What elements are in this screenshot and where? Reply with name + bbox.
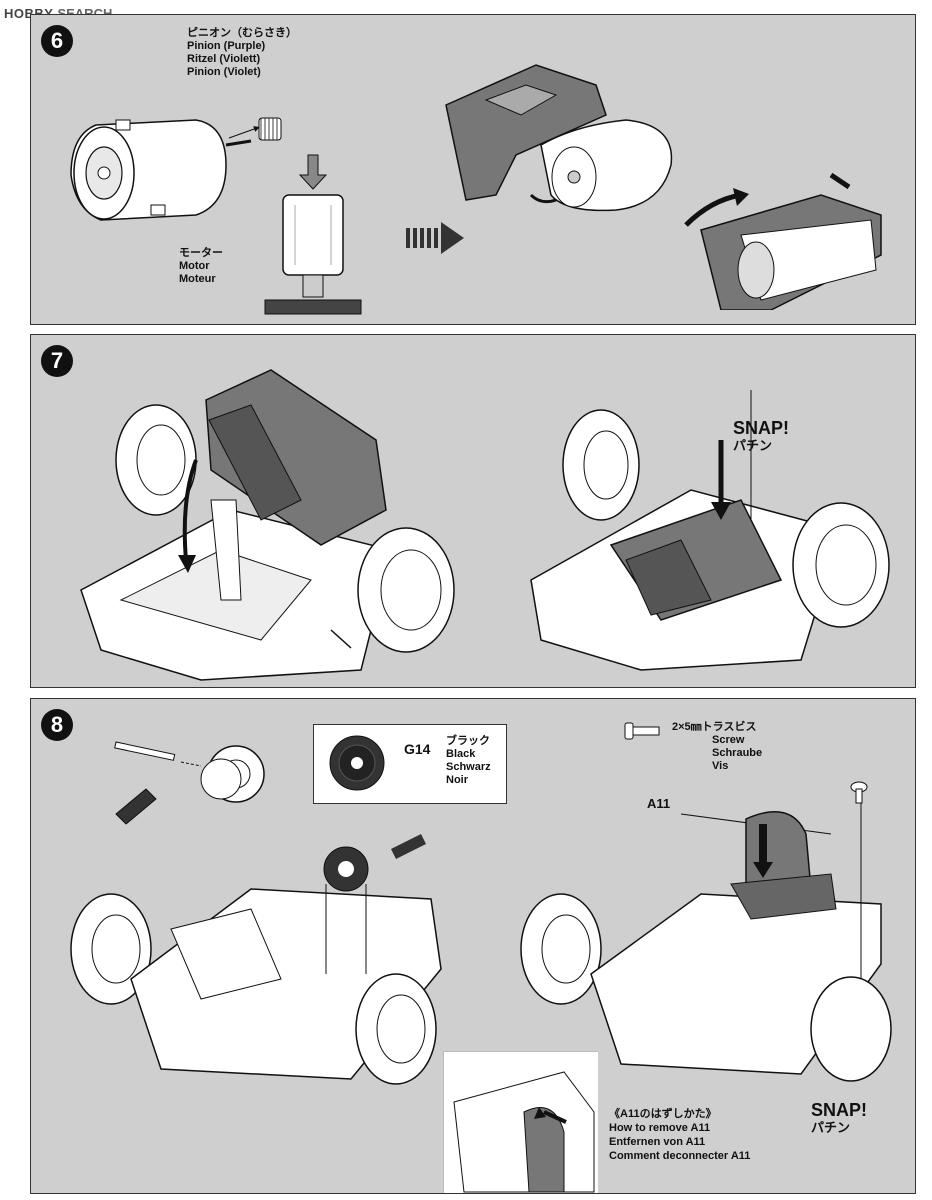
snap-text-8-jp: パチン <box>811 1121 851 1136</box>
g14-code: G14 <box>404 741 431 757</box>
pinion-label-fr: Pinion (Violet) <box>187 66 261 78</box>
gear-shaft-illustration <box>114 741 265 825</box>
screw-small-icon <box>850 781 868 804</box>
step-8-number: 8 <box>41 709 73 741</box>
snap-text-8: SNAP! <box>811 1100 868 1120</box>
a11-removal-jp: 《A11のはずしかた》 <box>609 1108 717 1120</box>
screw-label-fr: Vis <box>712 760 729 772</box>
step-7-snap-label: SNAP! パチン <box>733 417 789 455</box>
assembled-motor-unit <box>684 172 882 310</box>
gear-g14-icon <box>329 735 385 791</box>
a11-removal-en: How to remove A11 <box>609 1122 711 1134</box>
press-pinion-illustration <box>264 154 362 315</box>
screw-label-en: Screw <box>712 734 745 746</box>
motor-label: モーター Motor Moteur <box>179 247 223 286</box>
chassis-after-illustration <box>530 390 890 671</box>
motor-illustration <box>70 119 252 221</box>
g14-color-label: ブラック Black Schwarz Noir <box>446 735 491 787</box>
motor-label-jp: モーター <box>179 247 223 259</box>
a11-removal-illustration <box>453 1071 595 1193</box>
screw-icon <box>624 722 660 740</box>
screw-label: 2×5㎜トラスビス Screw Schraube Vis <box>672 721 762 773</box>
next-arrow-icon <box>406 222 464 254</box>
step-6-number: 6 <box>41 25 73 57</box>
g14-color-fr: Noir <box>446 774 468 786</box>
screw-label-de: Schraube <box>712 747 763 759</box>
snap-text-jp: パチン <box>733 439 773 454</box>
part-legend-g14: G14 ブラック Black Schwarz Noir <box>313 724 507 804</box>
step-8-snap-label: SNAP! パチン <box>811 1099 867 1137</box>
g14-color-jp: ブラック <box>446 735 490 747</box>
pinion-gear-icon <box>228 117 282 141</box>
g14-color-de: Schwarz <box>446 761 491 773</box>
a11-removal-fr: Comment deconnecter A11 <box>609 1150 751 1162</box>
pinion-label-en: Pinion (Purple) <box>187 40 266 52</box>
screw-label-jp: 2×5㎜トラスビス <box>672 721 757 733</box>
pinion-label-jp: ピニオン（むらさき） <box>187 27 297 39</box>
pinion-label-de: Ritzel (Violett) <box>187 53 261 65</box>
step-6-panel: 6 モーター Motor Moteur ピニオン（むらさき） Pinion (P… <box>30 14 916 325</box>
motor-cover-assembly <box>445 64 673 212</box>
chassis-gear-install-illustration <box>70 834 442 1085</box>
a11-removal-label: 《A11のはずしかた》 How to remove A11 Entfernen … <box>609 1107 750 1163</box>
step-8-panel: 8 G14 ブラック Black Schwarz Noir 2×5㎜トラスビス … <box>30 698 916 1194</box>
motor-label-en: Motor <box>179 260 210 272</box>
g14-color-en: Black <box>446 748 476 760</box>
a11-removal-de: Entfernen von A11 <box>609 1136 706 1148</box>
motor-label-fr: Moteur <box>179 273 216 285</box>
snap-text: SNAP! <box>733 418 790 438</box>
pinion-label: ピニオン（むらさき） Pinion (Purple) Ritzel (Viole… <box>187 27 297 79</box>
a11-removal-inset <box>443 1051 598 1193</box>
step-7-panel: 7 SNAP! パチン <box>30 334 916 688</box>
step-7-number: 7 <box>41 345 73 377</box>
a11-part-label: A11 <box>647 796 671 811</box>
chassis-a11-install-illustration <box>520 794 892 1082</box>
chassis-before-illustration <box>80 369 455 681</box>
